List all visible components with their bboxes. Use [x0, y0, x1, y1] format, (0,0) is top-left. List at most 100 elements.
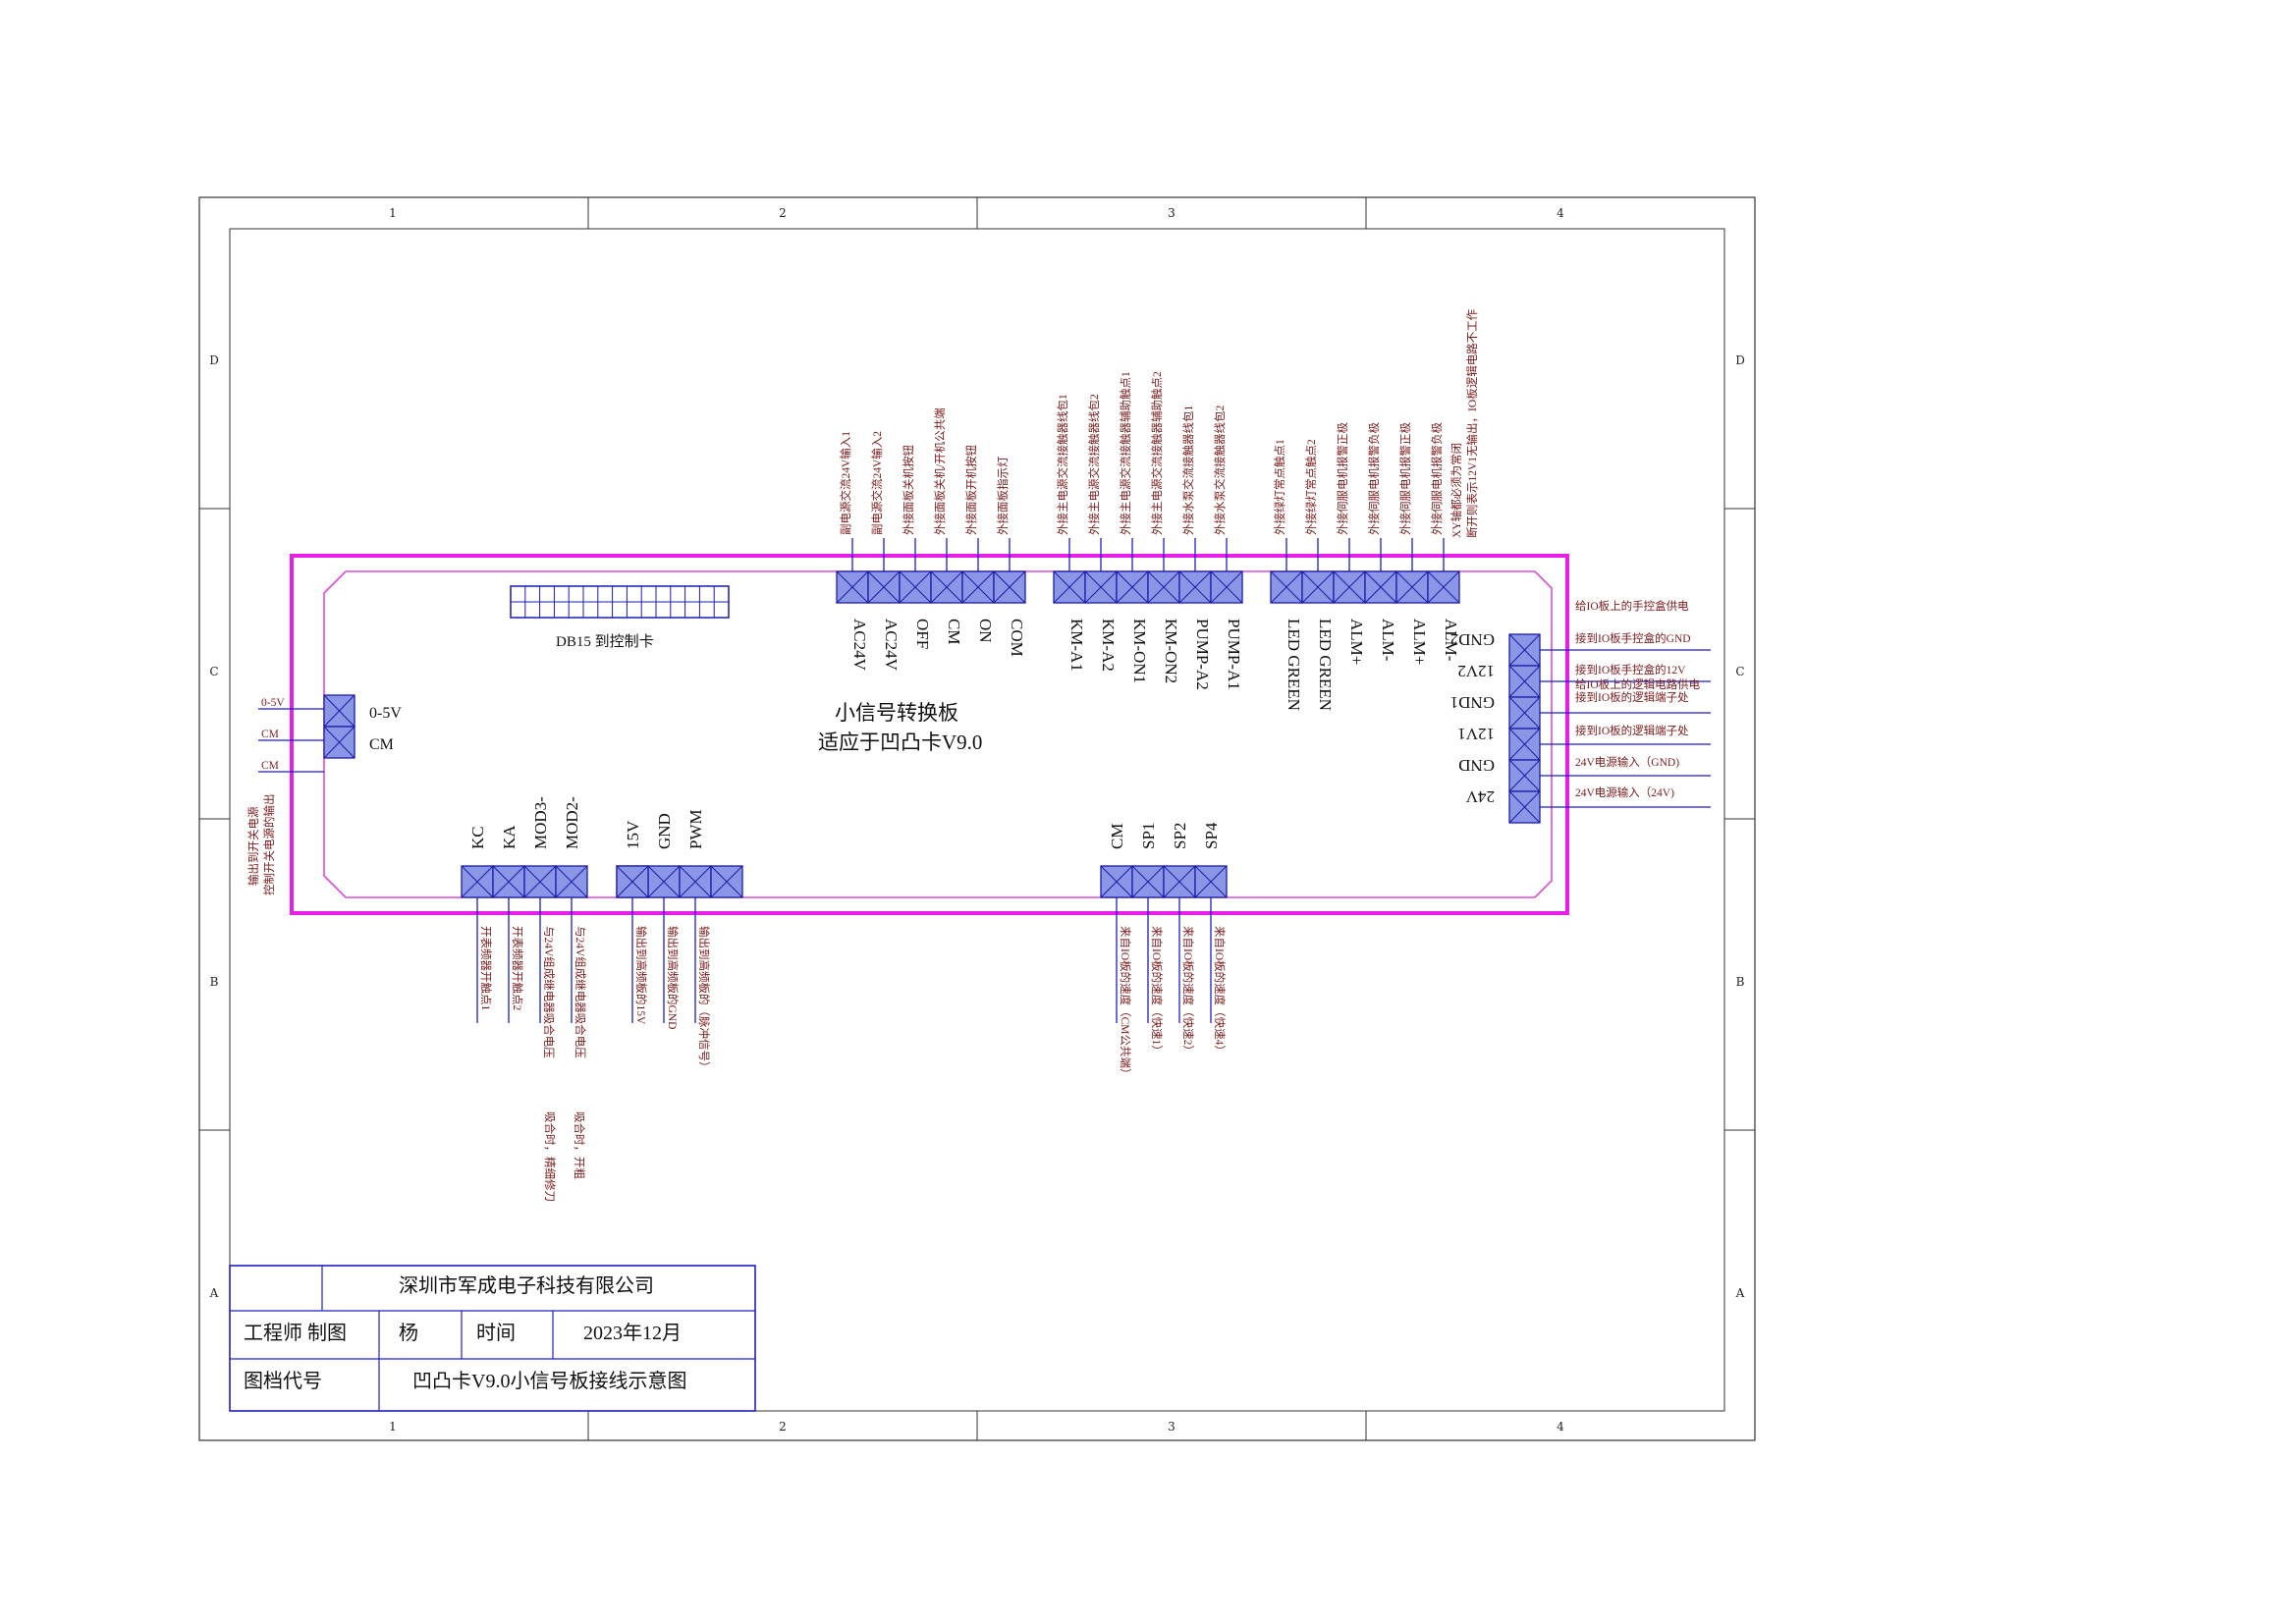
- board-title: 小信号转换板: [835, 701, 958, 725]
- bottom_group1-desc: 开表频器开触点1: [479, 926, 493, 1010]
- top_group1-pin-label: ON: [976, 619, 995, 643]
- top_group2-terminal: [1053, 570, 1086, 604]
- bottom_group1-terminal: [492, 865, 525, 898]
- top_group2-desc: 外接主电源交流接触器辅助触点2: [1150, 371, 1164, 535]
- top_group2-terminal: [1210, 570, 1243, 604]
- top_group3-pin-label: ALM+: [1410, 619, 1429, 665]
- bottom_group3-pin-label: SP2: [1171, 823, 1189, 849]
- row-label-c-left: C: [209, 665, 218, 678]
- top_group3-desc: 外接绿灯常点触点1: [1273, 439, 1286, 535]
- drawing-date: 2023年12月: [583, 1322, 682, 1344]
- col-label-4-bottom: 4: [1557, 1420, 1564, 1434]
- right-group-desc: 给IO板上的手控盒供电: [1575, 599, 1689, 613]
- col-label-3-top: 3: [1168, 206, 1175, 220]
- bottom_group2-desc: 输出到高频板的（脉冲信号）: [697, 926, 711, 1073]
- col-label-1-bottom: 1: [389, 1420, 397, 1434]
- top_group1-desc: 外接面板指示灯: [996, 456, 1010, 535]
- top_group2-desc: 外接主电源交流接触器线包1: [1056, 394, 1069, 535]
- board-inner-outline: [323, 570, 1553, 898]
- left-pin-label: CM: [369, 736, 394, 753]
- col-label-1-top: 1: [389, 206, 397, 220]
- bottom_group3-desc: 来自IO板的速度（快速1）: [1150, 926, 1164, 1056]
- xy-axis-note: XY轴都必须为常闭: [1449, 443, 1463, 538]
- top_group2-desc: 外接水泵交流接触器线包1: [1181, 406, 1195, 535]
- col-label-2-bottom: 2: [779, 1420, 787, 1434]
- connector-layer: 副电源交流24V输入1AC24V副电源交流24V输入2AC24V外接面板关机按钮…: [258, 371, 1711, 1080]
- top_group1-terminal: [961, 570, 995, 604]
- right-pin-label: 24V: [1465, 787, 1495, 806]
- top_group3-pin-label: ALM-: [1379, 619, 1397, 662]
- right-group-desc: 24V电源输入（24V): [1575, 785, 1674, 799]
- bottom-group2-extra-terminal: [710, 865, 743, 898]
- left-pin-label: 0-5V: [369, 705, 402, 722]
- company-name: 深圳市军成电子科技有限公司: [399, 1274, 654, 1297]
- right-group-desc: 24V电源输入（GND): [1575, 755, 1679, 769]
- bottom_group1-pin-label: KA: [500, 825, 519, 849]
- bottom_group3-pin-label: CM: [1108, 824, 1126, 849]
- top_group3-terminal: [1301, 570, 1335, 604]
- left-group-terminal: [323, 726, 355, 759]
- col-label-3-bottom: 3: [1168, 1420, 1175, 1434]
- time-label: 时间: [476, 1322, 516, 1344]
- top_group2-desc: 外接水泵交流接触器线包2: [1213, 406, 1227, 535]
- top_group2-pin-label: KM-ON2: [1162, 619, 1180, 683]
- top_group3-desc: 外接伺服电机报警正极: [1398, 422, 1412, 535]
- top_group1-terminal: [993, 570, 1026, 604]
- top_group2-pin-label: KM-A2: [1099, 619, 1118, 672]
- bottom_group1-terminal: [461, 865, 494, 898]
- top_group2-pin-label: KM-A1: [1067, 619, 1086, 672]
- top_group2-pin-label: KM-ON1: [1130, 619, 1149, 683]
- top_group1-pin-label: AC24V: [882, 619, 901, 672]
- right-group-desc: 接到IO板的逻辑端子处: [1575, 724, 1689, 737]
- right-group-terminal: [1508, 665, 1541, 698]
- top_group2-terminal: [1178, 570, 1212, 604]
- bottom_group2-pin-label: 15V: [624, 820, 642, 849]
- bottom_group3-terminal: [1163, 865, 1196, 898]
- row-label-a-right: A: [1735, 1286, 1745, 1300]
- right-group-terminal: [1508, 633, 1541, 667]
- top_group1-terminal: [930, 570, 963, 604]
- bottom_group2-desc: 输出到高频板的GND: [666, 926, 680, 1029]
- bottom_group1-terminal: [523, 865, 557, 898]
- top_group1-desc: 副电源交流24V输入2: [870, 431, 884, 535]
- bottom_group3-desc: 来自IO板的速度（快速2）: [1181, 926, 1195, 1056]
- bottom_group3-pin-label: SP4: [1202, 822, 1221, 849]
- right-group-desc: 接到IO板手控盒的12V: [1575, 663, 1686, 676]
- right-group-desc: 接到IO板的逻辑端子处: [1575, 690, 1689, 704]
- top_group2-desc: 外接主电源交流接触器辅助触点1: [1119, 371, 1132, 535]
- right-group-terminal: [1508, 728, 1541, 761]
- engineer-name: 杨: [399, 1322, 418, 1344]
- right-group-terminal: [1508, 759, 1541, 792]
- bottom_group2-terminal: [647, 865, 681, 898]
- board-outline: [290, 554, 1569, 915]
- row-label-b-right: B: [1736, 975, 1745, 989]
- bottom_group3-desc: 来自IO板的速度（快速4）: [1213, 926, 1227, 1056]
- bottom_group3-terminal: [1194, 865, 1228, 898]
- top_group3-terminal: [1333, 570, 1366, 604]
- engineer-label: 工程师 制图: [244, 1322, 347, 1344]
- bottom_group2-desc: 输出到高频板的15V: [634, 926, 648, 1025]
- top_group2-terminal: [1116, 570, 1149, 604]
- top_group1-terminal: [867, 570, 901, 604]
- drawing-name: 凹凸卡V9.0小信号板接线示意图: [412, 1370, 686, 1392]
- row-label-a-left: A: [209, 1286, 219, 1300]
- top_group3-pin-label: LED GREEN: [1316, 619, 1335, 711]
- left-wire-label: CM: [261, 729, 279, 740]
- top_group1-desc: 外接面板关机按钮: [902, 445, 915, 535]
- board-subtitle: 适应于凹凸卡V9.0: [818, 730, 982, 754]
- right-group-desc: 接到IO板手控盒的GND: [1575, 631, 1691, 645]
- top_group3-pin-label: ALM-: [1442, 619, 1460, 662]
- title-block: [229, 1265, 756, 1412]
- top_group3-desc: 外接伺服电机报警正极: [1336, 422, 1349, 535]
- top_group1-pin-label: COM: [1008, 619, 1026, 657]
- row-label-d-left: D: [209, 353, 219, 367]
- right-pin-label: 12V2: [1457, 662, 1495, 680]
- bottom_group2-terminal: [679, 865, 712, 898]
- top_group2-pin-label: PUMP-A1: [1225, 619, 1243, 690]
- top_group1-pin-label: OFF: [913, 619, 932, 649]
- bottom_group3-desc: 来自IO板的速度（CM公共端）: [1119, 926, 1132, 1080]
- bottom_group3-terminal: [1100, 865, 1133, 898]
- top_group3-desc: 外接绿灯常点触点2: [1304, 439, 1318, 535]
- top_group3-pin-label: LED GREEN: [1285, 619, 1303, 711]
